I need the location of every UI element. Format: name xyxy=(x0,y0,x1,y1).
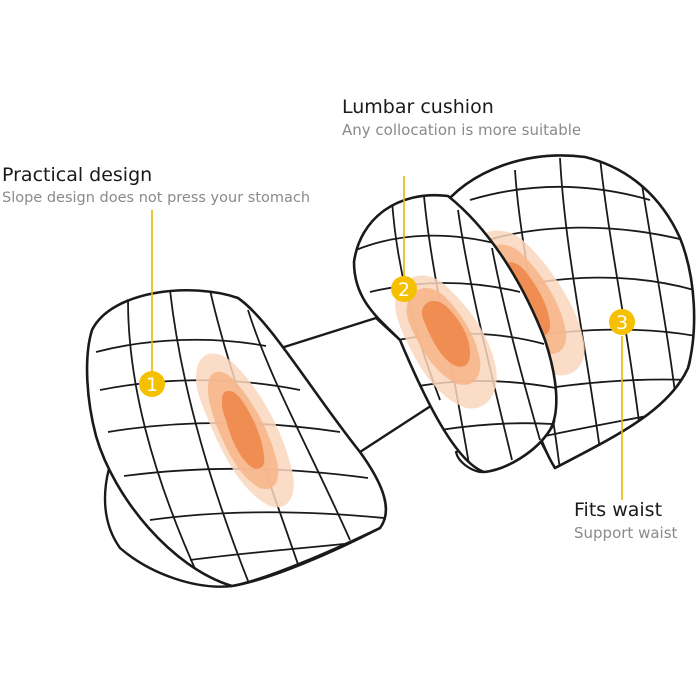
callout-title: Practical design xyxy=(2,164,153,186)
numbered-marker-icon xyxy=(391,276,417,302)
marker-1: 1 xyxy=(139,371,165,397)
callout-lumbar-cushion: Lumbar cushion Any collocation is more s… xyxy=(342,96,582,139)
numbered-marker-icon xyxy=(609,309,635,335)
callout-fits-waist: Fits waist Support waist xyxy=(574,499,678,542)
pressure-zone-icon xyxy=(196,353,294,508)
pressure-zone-icon xyxy=(395,275,497,409)
callout-practical-design: Practical design Slope design does not p… xyxy=(2,164,311,207)
leader-lines xyxy=(151,176,623,500)
callout-title: Lumbar cushion xyxy=(342,96,494,118)
left-cushion xyxy=(85,289,388,588)
marker-number: 1 xyxy=(146,374,158,396)
callout-subtitle: Support waist xyxy=(574,523,678,542)
callout-title: Fits waist xyxy=(574,499,663,521)
numbered-marker-icon xyxy=(139,371,165,397)
marker-2: 2 xyxy=(391,276,417,302)
marker-3: 3 xyxy=(609,309,635,335)
callout-subtitle: Any collocation is more suitable xyxy=(342,120,582,139)
callout-subtitle: Slope design does not press your stomach xyxy=(2,189,311,206)
marker-number: 3 xyxy=(616,312,628,334)
marker-number: 2 xyxy=(398,279,410,301)
